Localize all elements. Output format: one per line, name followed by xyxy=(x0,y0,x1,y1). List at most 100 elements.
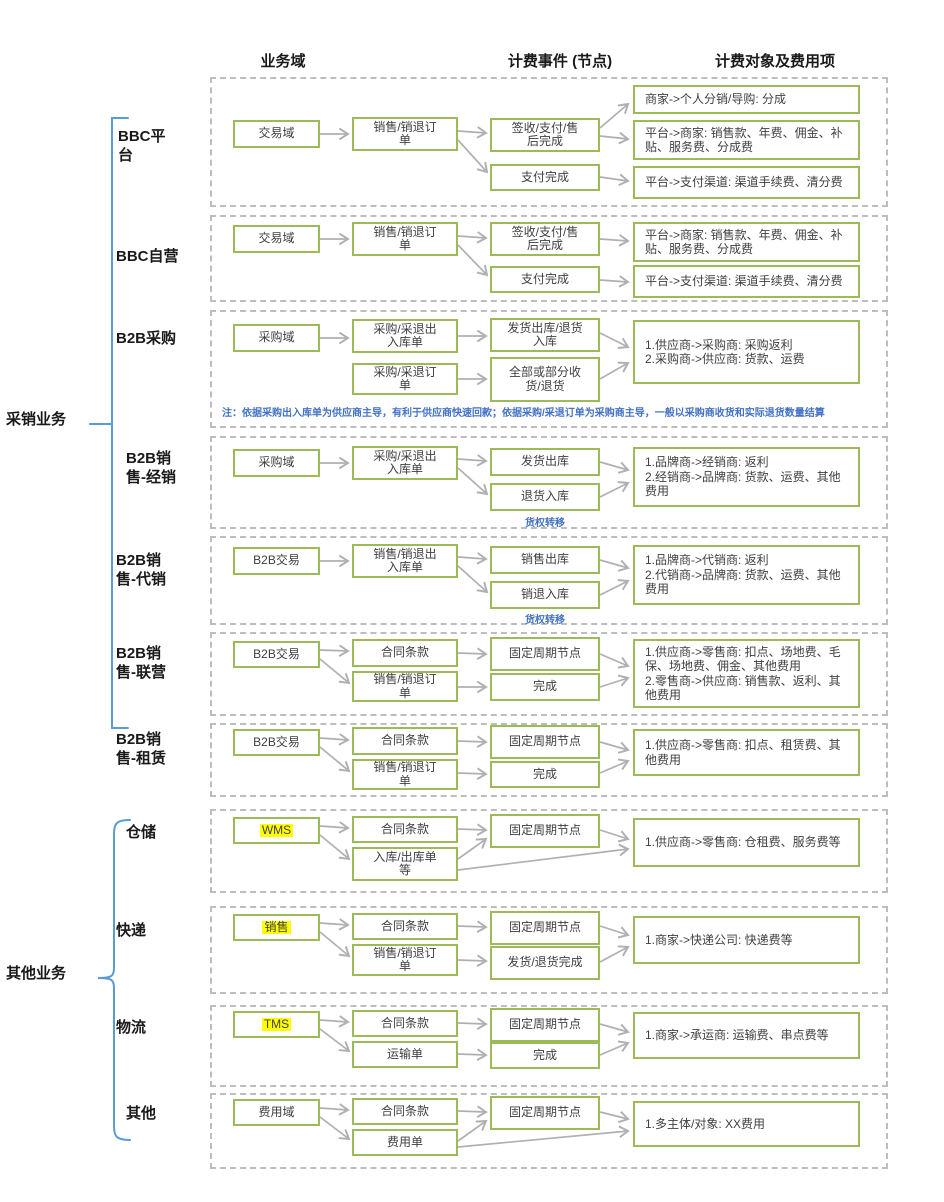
domain-box: B2B交易 xyxy=(233,729,320,756)
section-container-b2b-distribution xyxy=(210,436,888,529)
fee-box: 商家->个人分销/导购: 分成 xyxy=(633,85,860,114)
fee-line: 2.采购商->供应商: 货款、运费 xyxy=(645,352,805,366)
fee-line: 平台->支付渠道: 渠道手续费、清分费 xyxy=(645,175,843,190)
event-box: 发货/退货完成 xyxy=(490,946,600,980)
fee-box: 1.多主体/对象: XX费用 xyxy=(633,1101,860,1147)
event-box: 签收/支付/售后完成 xyxy=(490,118,600,152)
doc-box: 入库/出库单等 xyxy=(352,847,458,881)
column-header-billing-object: 计费对象及费用项 xyxy=(714,53,835,70)
fee-box: 平台->商家: 销售款、年费、佣金、补贴、服务费、分成费 xyxy=(633,120,860,160)
section-label-express: 快递 xyxy=(116,922,147,939)
bracket-procurement-sales xyxy=(111,117,129,729)
domain-box: B2B交易 xyxy=(233,641,320,668)
event-box: 全部或部分收货/退货 xyxy=(490,357,600,402)
event-box: 完成 xyxy=(490,673,600,701)
section-container-logistics xyxy=(210,1005,888,1087)
fee-line: 1.供应商->零售商: 扣点、租赁费、其他费用 xyxy=(645,738,841,767)
domain-box: WMS xyxy=(233,817,320,844)
fee-line: 2.代销商->品牌商: 货款、运费、其他费用 xyxy=(645,567,841,597)
fee-line: 2.零售商->供应商: 销售款、返利、其他费用 xyxy=(645,673,841,702)
fee-box: 平台->支付渠道: 渠道手续费、清分费 xyxy=(633,265,860,298)
section-container-warehouse xyxy=(210,809,888,893)
section-container-bbc-platform xyxy=(210,77,888,207)
event-box: 发货出库 xyxy=(490,448,600,476)
section-container-b2b-lease xyxy=(210,723,888,797)
fee-box: 平台->支付渠道: 渠道手续费、清分费 xyxy=(633,166,860,199)
doc-box: 合同条款 xyxy=(352,816,458,843)
fee-line: 商家->个人分销/导购: 分成 xyxy=(645,92,787,107)
event-box: 固定周期节点 xyxy=(490,725,600,759)
domain-box: 采购域 xyxy=(233,449,320,477)
highlighted-domain-label: TMS xyxy=(261,1016,292,1032)
fee-line: 1.多主体/对象: XX费用 xyxy=(645,1116,766,1131)
fee-box: 1.品牌商->代销商: 返利 2.代销商->品牌商: 货款、运费、其他费用 xyxy=(633,545,860,605)
highlighted-domain-label: WMS xyxy=(259,822,294,838)
event-box: 发货出库/退货入库 xyxy=(490,318,600,352)
doc-box: 采购/采退出入库单 xyxy=(352,446,458,480)
fee-box: 1.商家->快递公司: 快递费等 xyxy=(633,916,860,964)
fee-box: 1.品牌商->经销商: 返利 2.经销商->品牌商: 货款、运费、其他费用 xyxy=(633,447,860,507)
fee-line: 平台->商家: 销售款、年费、佣金、补贴、服务费、分成费 xyxy=(645,227,843,256)
note-text: 注：依据采购出入库单为供应商主导，有利于供应商快速回款；依据采购/采退订单为采购… xyxy=(222,408,825,419)
bracket-other-business xyxy=(97,819,131,1141)
section-container-express xyxy=(210,906,888,994)
section-container-b2b-purchase xyxy=(210,310,888,428)
section-label-warehouse: 仓储 xyxy=(126,824,157,841)
section-container-b2b-consignment xyxy=(210,536,888,625)
domain-box: 销售 xyxy=(233,914,320,941)
group-label-other-business: 其他业务 xyxy=(6,965,67,982)
event-box: 完成 xyxy=(490,761,600,788)
doc-box: 合同条款 xyxy=(352,727,458,755)
domain-box: 采购域 xyxy=(233,324,320,352)
fee-box: 1.商家->承运商: 运输费、串点费等 xyxy=(633,1012,860,1059)
fee-box: 1.供应商->零售商: 仓租费、服务费等 xyxy=(633,818,860,867)
section-container-b2b-joint xyxy=(210,632,888,716)
section-label-b2b-purchase: B2B采购 xyxy=(116,330,177,347)
section-label-b2b-lease: B2B销售-租赁 xyxy=(116,731,166,767)
doc-box: 合同条款 xyxy=(352,913,458,940)
fee-box: 1.供应商->零售商: 扣点、场地费、毛保、场地费、佣金、其他费用 2.零售商-… xyxy=(633,639,860,708)
section-label-b2b-distribution: B2B销售-经销 xyxy=(126,450,176,486)
section-label-other: 其他 xyxy=(126,1105,157,1122)
doc-box: 销售/销退订单 xyxy=(352,671,458,702)
event-box: 固定周期节点 xyxy=(490,1008,600,1042)
section-label-bbc-platform: BBC平台 xyxy=(118,128,166,164)
doc-box: 运输单 xyxy=(352,1041,458,1068)
domain-box: 交易域 xyxy=(233,225,320,253)
doc-box: 销售/销退订单 xyxy=(352,759,458,790)
event-box: 固定周期节点 xyxy=(490,637,600,671)
event-box: 固定周期节点 xyxy=(490,911,600,945)
doc-box: 销售/销退订单 xyxy=(352,944,458,976)
group-label-procurement-sales: 采销业务 xyxy=(6,411,67,428)
doc-box: 合同条款 xyxy=(352,1010,458,1037)
event-box: 签收/支付/售后完成 xyxy=(490,222,600,256)
domain-box: B2B交易 xyxy=(233,547,320,575)
group-brackets xyxy=(89,117,131,1141)
doc-box: 合同条款 xyxy=(352,1098,458,1125)
column-header-billing-event: 计费事件 (节点) xyxy=(507,53,613,70)
domain-box: 费用域 xyxy=(233,1099,320,1126)
domain-box: 交易域 xyxy=(233,120,320,148)
event-box: 固定周期节点 xyxy=(490,1096,600,1130)
fee-box: 平台->商家: 销售款、年费、佣金、补贴、服务费、分成费 xyxy=(633,222,860,262)
highlighted-domain-label: 销售 xyxy=(262,919,291,935)
fee-line: 平台->支付渠道: 渠道手续费、清分费 xyxy=(645,274,843,289)
domain-box: TMS xyxy=(233,1011,320,1038)
event-box: 支付完成 xyxy=(490,266,600,293)
fee-line: 1.商家->快递公司: 快递费等 xyxy=(645,932,793,947)
section-label-logistics: 物流 xyxy=(116,1019,147,1036)
doc-box: 销售/销退订单 xyxy=(352,117,458,151)
fee-line: 2.经销商->品牌商: 货款、运费、其他费用 xyxy=(645,469,841,499)
doc-box: 费用单 xyxy=(352,1129,458,1156)
event-box: 固定周期节点 xyxy=(490,814,600,848)
doc-box: 销售/销退订单 xyxy=(352,222,458,256)
doc-box: 销售/销退出入库单 xyxy=(352,544,458,578)
doc-box: 采购/采退订单 xyxy=(352,363,458,395)
fee-line: 平台->商家: 销售款、年费、佣金、补贴、服务费、分成费 xyxy=(645,125,843,154)
section-label-b2b-consignment: B2B销售-代销 xyxy=(116,552,166,588)
event-box: 销售出库 xyxy=(490,546,600,574)
fee-line: 1.供应商->采购商: 采购返利 xyxy=(645,337,793,352)
fee-line: 1.品牌商->经销商: 返利 xyxy=(645,455,769,470)
